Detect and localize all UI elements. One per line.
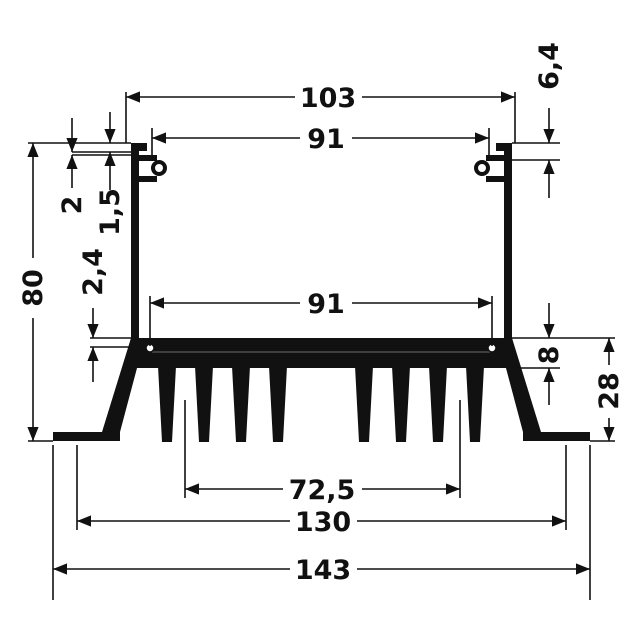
fin [232,366,250,442]
dim-label-top-offset: 6,4 [534,42,565,90]
dim-label-fin-span: 72,5 [289,475,356,506]
heatsink-profile [53,143,590,442]
dim-label-base-height: 28 [594,372,625,410]
fin [466,366,484,442]
left-wall [131,143,139,340]
extension-lines [28,92,615,600]
dimension-lines [27,91,615,575]
dim-label-total-width: 143 [295,555,351,586]
left-top-flange [131,143,147,151]
right-top-flange [496,143,512,151]
dim-label-foot-span: 130 [295,507,351,538]
right-foot [523,432,590,441]
fins [158,366,484,442]
dim-label-inner-top-width: 91 [307,124,345,155]
fin [355,366,373,442]
fin [269,366,287,442]
dim-label-base-inner-width: 91 [307,289,345,320]
right-slanted-leg [498,338,541,432]
fin [392,366,410,442]
left-clip-lower [137,176,157,182]
right-screw-channel [474,160,490,176]
dimension-labels: 103 91 91 72,5 130 143 80 2 1,5 2,4 6,4 … [18,42,625,586]
dim-label-slot-width: 2,4 [78,248,109,296]
fin [429,366,447,442]
dim-label-flange-thickness: 2 [57,196,88,215]
left-slanted-leg [102,338,145,432]
dim-label-total-height: 80 [18,269,49,307]
fin [158,366,176,442]
dim-label-outer-top-width: 103 [300,83,356,114]
fin [195,366,213,442]
right-clip-upper [486,155,506,161]
dim-label-base-thickness: 8 [534,346,565,365]
right-clip-lower [486,176,506,182]
right-wall [504,143,512,340]
left-screw-channel [151,160,167,176]
left-clip-upper [137,155,157,161]
base-plate [131,338,512,368]
dim-label-wall-thickness: 1,5 [95,188,126,236]
left-foot [53,432,120,441]
